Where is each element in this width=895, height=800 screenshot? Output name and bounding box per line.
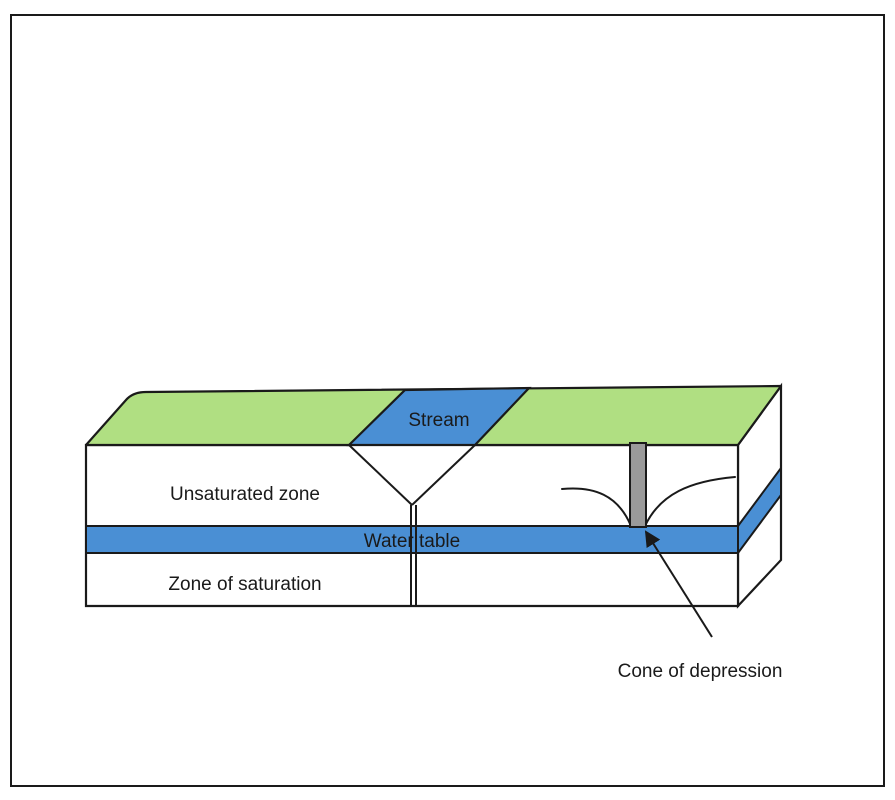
stream-channel-notch (349, 445, 475, 505)
well-casing (629, 442, 647, 528)
stream-surface (346, 386, 532, 447)
cone-of-depression-leader-line (644, 530, 713, 638)
cone-of-depression-label: Cone of depression (618, 661, 783, 682)
stream-channel-left-wall (348, 444, 413, 506)
stream-channel-right-wall (411, 444, 476, 506)
zone-of-saturation-label: Zone of saturation (168, 574, 321, 595)
water-table-label: Water table (364, 531, 460, 552)
cone-of-depression-curve-left (561, 487, 632, 527)
unsaturated-zone-label: Unsaturated zone (170, 484, 320, 505)
water-table-band-side (737, 464, 782, 557)
stream-label: Stream (408, 410, 469, 431)
cone-of-depression-curve-right (644, 476, 736, 527)
